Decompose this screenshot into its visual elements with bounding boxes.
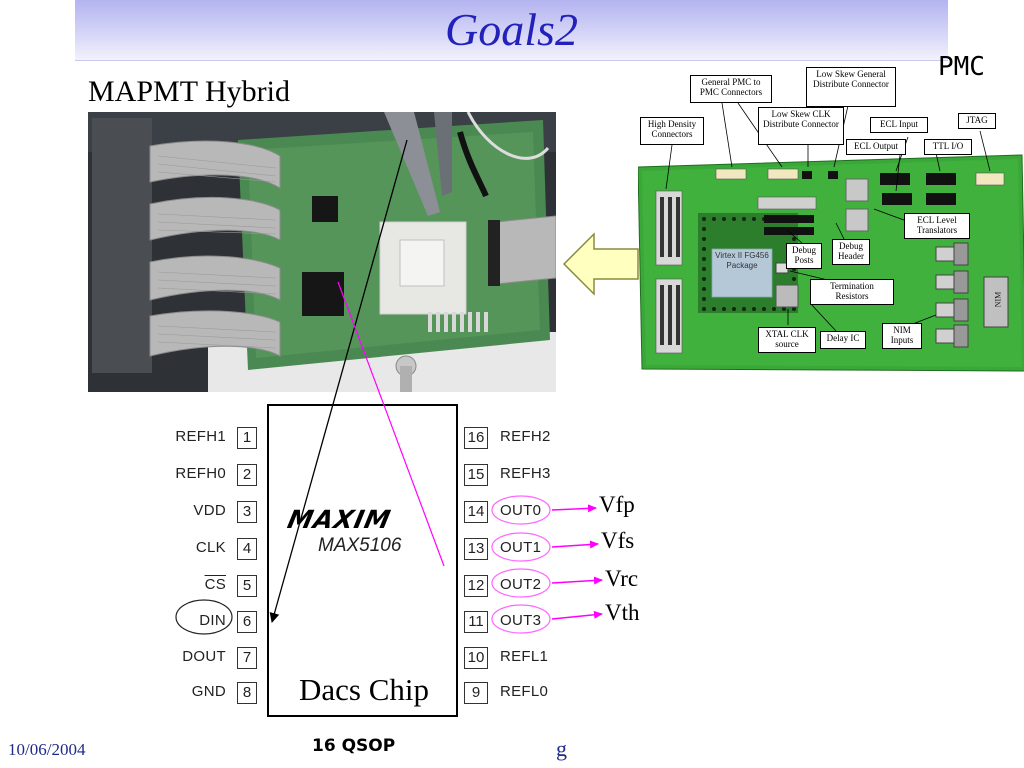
title-band — [75, 0, 948, 61]
pin-number-7: 7 — [237, 647, 257, 669]
pin-number-5: 5 — [237, 575, 257, 597]
pin-number-15: 15 — [464, 464, 488, 486]
vfs-arrow — [551, 540, 599, 549]
pin-number-12: 12 — [464, 575, 488, 597]
max5106-chip-body — [267, 404, 458, 717]
fpga-package-label: Virtex II FG456 Package — [715, 251, 769, 270]
pin-label-out1: OUT1 — [500, 539, 542, 556]
pmc-label: PMC — [938, 52, 985, 82]
pin-number-16: 16 — [464, 427, 488, 449]
pmc-callout-debug-header: Debug Header — [832, 239, 870, 265]
footer-date: 10/06/2004 — [8, 740, 86, 759]
pin-number-4: 4 — [237, 538, 257, 560]
pin-number-10: 10 — [464, 647, 488, 669]
pin-number-14: 14 — [464, 501, 488, 523]
pin-number-8: 8 — [237, 682, 257, 704]
out0-highlight-ellipse — [491, 495, 551, 525]
pin-number-11: 11 — [464, 611, 488, 633]
vrc-arrow — [551, 576, 603, 585]
pmc-board-diagram: General PMC to PMC Connectors Low Skew G… — [638, 63, 1024, 373]
pin-label-refl1: REFL1 — [500, 648, 549, 665]
out3-highlight-ellipse — [491, 604, 551, 634]
pmc-callout-debug-posts: Debug Posts — [786, 243, 822, 269]
pin-label-refl0: REFL0 — [500, 683, 549, 700]
mapmt-hybrid-photo — [88, 112, 556, 392]
pin-label-out3: OUT3 — [500, 612, 542, 629]
pin-number-3: 3 — [237, 501, 257, 523]
pmc-callout-low-skew-clk: Low Skew CLK Distribute Connector — [758, 107, 844, 145]
output-label-vrc: Vrc — [605, 566, 639, 591]
pin-label-din: DIN — [199, 612, 226, 629]
pin-label-refh1: REFH1 — [175, 428, 226, 445]
pmc-callout-ecl-input: ECL Input — [870, 117, 928, 133]
pin-label-out0: OUT0 — [500, 502, 542, 519]
out2-highlight-ellipse — [491, 568, 551, 598]
output-label-vth: Vth — [605, 600, 640, 625]
yellow-left-arrow — [562, 232, 640, 296]
output-label-vfp: Vfp — [599, 492, 635, 517]
pmc-callout-ecl-output: ECL Output — [846, 139, 906, 155]
pmc-callout-delay-ic: Delay IC — [820, 331, 866, 349]
vth-arrow — [551, 610, 603, 620]
pin-label-refh3: REFH3 — [500, 465, 551, 482]
pin-label-clk: CLK — [195, 539, 226, 556]
out1-highlight-ellipse — [491, 532, 551, 562]
pin-label-gnd: GND — [191, 683, 226, 700]
din-highlight-ellipse — [175, 599, 233, 635]
pmc-callout-high-density: High Density Connectors — [640, 117, 704, 145]
footer-package-label: 16 QSOP — [312, 736, 396, 756]
vfp-arrow — [551, 504, 597, 513]
pin-number-9: 9 — [464, 682, 488, 704]
pmc-callout-low-skew-general: Low Skew General Distribute Connector — [806, 67, 896, 107]
output-label-vfs: Vfs — [601, 528, 635, 553]
pin-label-dout: DOUT — [182, 648, 226, 665]
pin-label-vdd: VDD — [193, 502, 226, 519]
pin-label-out2: OUT2 — [500, 576, 542, 593]
pmc-callout-xtal: XTAL CLK source — [758, 327, 816, 353]
footer-page-marker: g — [556, 736, 567, 761]
pin-number-1: 1 — [237, 427, 257, 449]
pin-label-refh2: REFH2 — [500, 428, 551, 445]
pin-number-13: 13 — [464, 538, 488, 560]
dacs-chip-caption: Dacs Chip — [299, 672, 430, 707]
pmc-callout-ecl-translators: ECL Level Translators — [904, 213, 970, 239]
pin-number-2: 2 — [237, 464, 257, 486]
pmc-callout-termination: Termination Resistors — [810, 279, 894, 305]
magenta-pointer-line — [337, 281, 445, 567]
pmc-callout-general-pmc: General PMC to PMC Connectors — [690, 75, 772, 103]
pmc-callout-ttl-io: TTL I/O — [924, 139, 972, 155]
slide-title: Goals2 — [445, 4, 578, 55]
part-number: MAX5106 — [318, 535, 402, 556]
pmc-callout-nim-inputs: NIM Inputs — [882, 323, 922, 349]
pin-label-cs: CS — [204, 576, 226, 593]
pin-label-refh0: REFH0 — [175, 465, 226, 482]
pmc-callout-jtag: JTAG — [958, 113, 996, 129]
pin-number-6: 6 — [237, 611, 257, 633]
din-pointer-line — [269, 139, 408, 623]
mapmt-hybrid-label: MAPMT Hybrid — [88, 75, 290, 108]
